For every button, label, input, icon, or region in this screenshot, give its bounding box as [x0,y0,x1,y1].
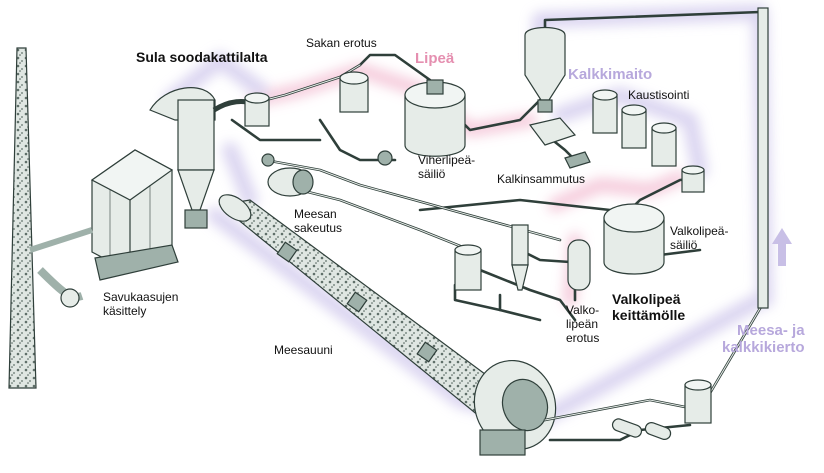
return-pipe [757,7,769,309]
label-valkolipea-keittamolle-line2: keittämölle [612,307,686,323]
cyclone [149,87,254,229]
label-viherlipea-line2: säiliö [418,167,446,181]
label-valkolipean-line3: erotus [566,331,600,345]
label-valkolipea-keittamolle: Valkolipeä keittämölle [612,291,685,323]
tanks [244,26,712,440]
label-savukaasujen-line2: käsittely [103,304,147,318]
label-valkolipea-keittamolle-line1: Valkolipeä [612,291,681,307]
label-meesa-kierto: Meesa- ja kalkkikierto [722,322,805,356]
label-kalkkimaito: Kalkkimaito [568,66,653,83]
label-savukaasujen: Savukaasujen käsittely [103,290,178,318]
label-valkolipea-sailio: Valkolipeä- säiliö [670,224,728,252]
lime-kiln [218,194,557,456]
label-lipea: Lipeä [415,50,455,67]
pipe-highlights [253,64,766,421]
label-sula: Sula soodakattilalta [136,49,268,65]
flue-gas-treatment [29,149,179,308]
label-valkolipea-sailio-line2: säiliö [670,238,698,252]
label-valkolipean-line2: lipeän [566,317,599,331]
label-valkolipean-line1: Valko- [566,303,600,317]
label-meesan-line1: Meesan [294,207,337,221]
arrow-up-icon [772,228,792,266]
label-viherlipea-line1: Viherlipeä- [418,153,476,167]
label-viherlipea: Viherlipeä- säiliö [418,153,475,181]
label-meesan-line2: sakeutus [294,221,343,235]
label-sakan-erotus: Sakan erotus [306,36,377,50]
chimney [8,47,37,389]
label-valkolipean-erotus: Valko- lipeän erotus [566,303,599,345]
label-meesauuni: Meesauuni [274,343,333,357]
label-meesa-kierto-line1: Meesa- ja [737,322,805,339]
label-meesan-sakeutus: Meesan sakeutus [294,207,342,235]
label-meesa-kierto-line2: kalkkikierto [722,339,805,356]
label-kaustisointi: Kaustisointi [628,88,690,102]
label-kalkinsammutus: Kalkinsammutus [497,172,586,186]
label-savukaasujen-line1: Savukaasujen [103,290,179,304]
label-valkolipea-sailio-line1: Valkolipeä- [670,224,729,238]
